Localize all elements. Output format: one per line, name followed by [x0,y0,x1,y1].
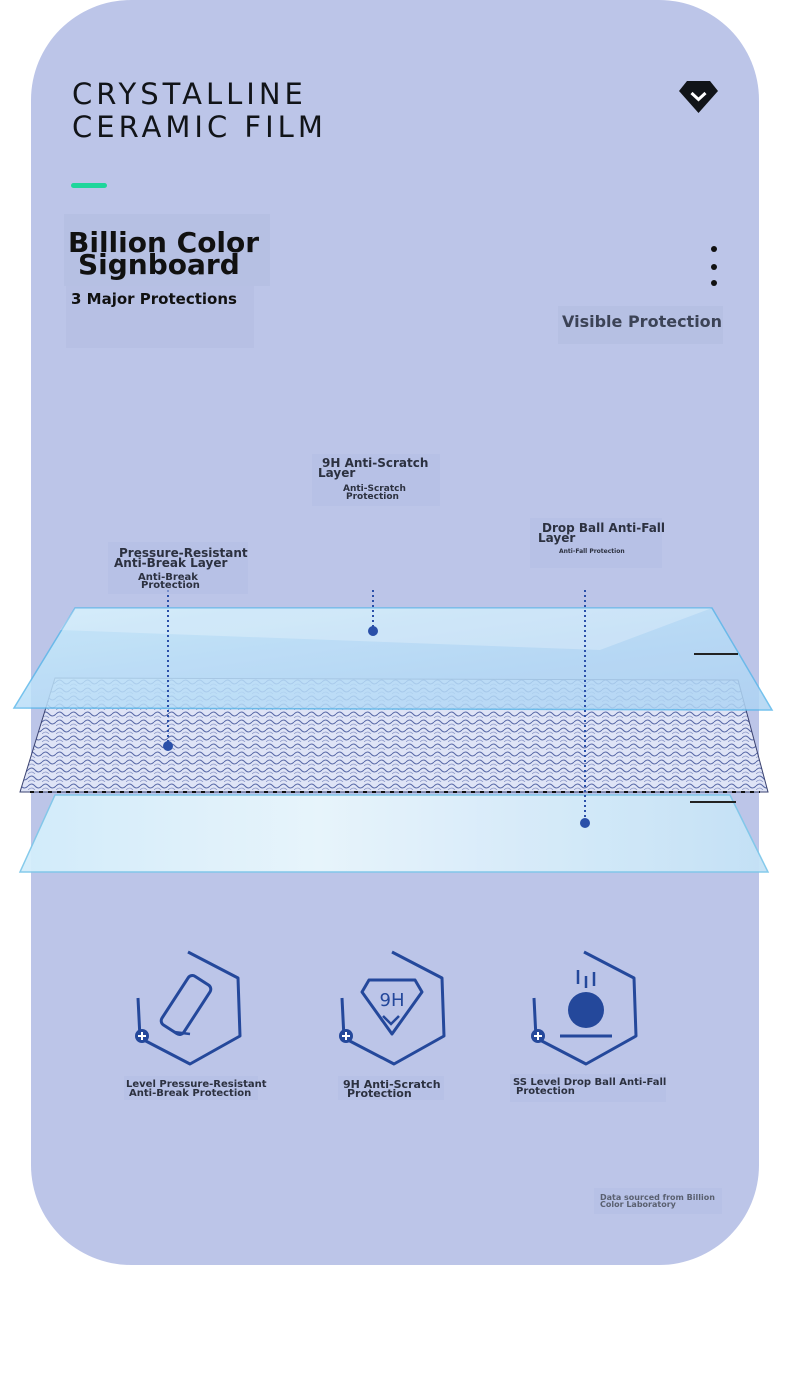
drop-ball-icon [531,950,638,1066]
feature-2-label: 9H Anti-Scratch Protection [343,1078,441,1100]
feature-1-backdrop [124,1076,258,1100]
brand-backdrop [64,214,270,286]
scratch-callout-title: 9H Anti-Scratch Layer [318,456,429,480]
feature-3-backdrop [510,1074,666,1102]
bottom-glass-layer [18,794,770,873]
layer-illustration [12,590,774,873]
title-line-1: CRYSTALLINE [72,77,307,111]
feature-1-label: Level Pressure-Resistant Anti-Break Prot… [126,1079,267,1099]
9h-diamond-icon: 9H [339,950,446,1066]
vertical-dots-icon[interactable] [706,246,722,292]
pressure-callout-backdrop [108,542,248,594]
brand-name: Billion Color Signboard [68,229,259,281]
page-title: CRYSTALLINE CERAMIC FILM [72,78,327,144]
title-line-2: CERAMIC FILM [72,110,327,144]
pen-stylus-icon [135,950,242,1066]
brand-backdrop-lower [66,286,254,348]
9h-badge-text: 9H [380,990,405,1011]
footnote-backdrop [594,1188,722,1214]
pressure-callout-title: Pressure-Resistant Anti-Break Layer [114,546,248,570]
data-source-footnote: Data sourced from Billion Color Laborato… [600,1193,715,1209]
visible-protection-backdrop [558,306,723,344]
brand-line-2: Signboard [78,248,240,281]
feature-2-backdrop [338,1076,444,1100]
pressure-callout-sub: Anti-Break Protection [138,572,200,591]
visible-protection-label: Visible Protection [562,312,723,331]
drop-callout-title: Drop Ball Anti-Fall Layer [538,521,666,545]
scratch-callout-backdrop [312,454,440,506]
accent-bar [71,183,107,188]
scratch-callout-sub: Anti-Scratch Protection [343,484,406,502]
top-glass-layer [12,607,774,711]
brand-line-1: Billion Color [68,226,260,259]
brand-subtitle: 3 Major Protections [71,290,237,308]
diamond-chevron-icon [679,81,718,113]
drop-callout-backdrop [530,518,662,568]
feature-3-label: SS Level Drop Ball Anti-Fall Protection [513,1077,667,1097]
drop-callout-sub: Anti-Fall Protection [559,548,625,555]
